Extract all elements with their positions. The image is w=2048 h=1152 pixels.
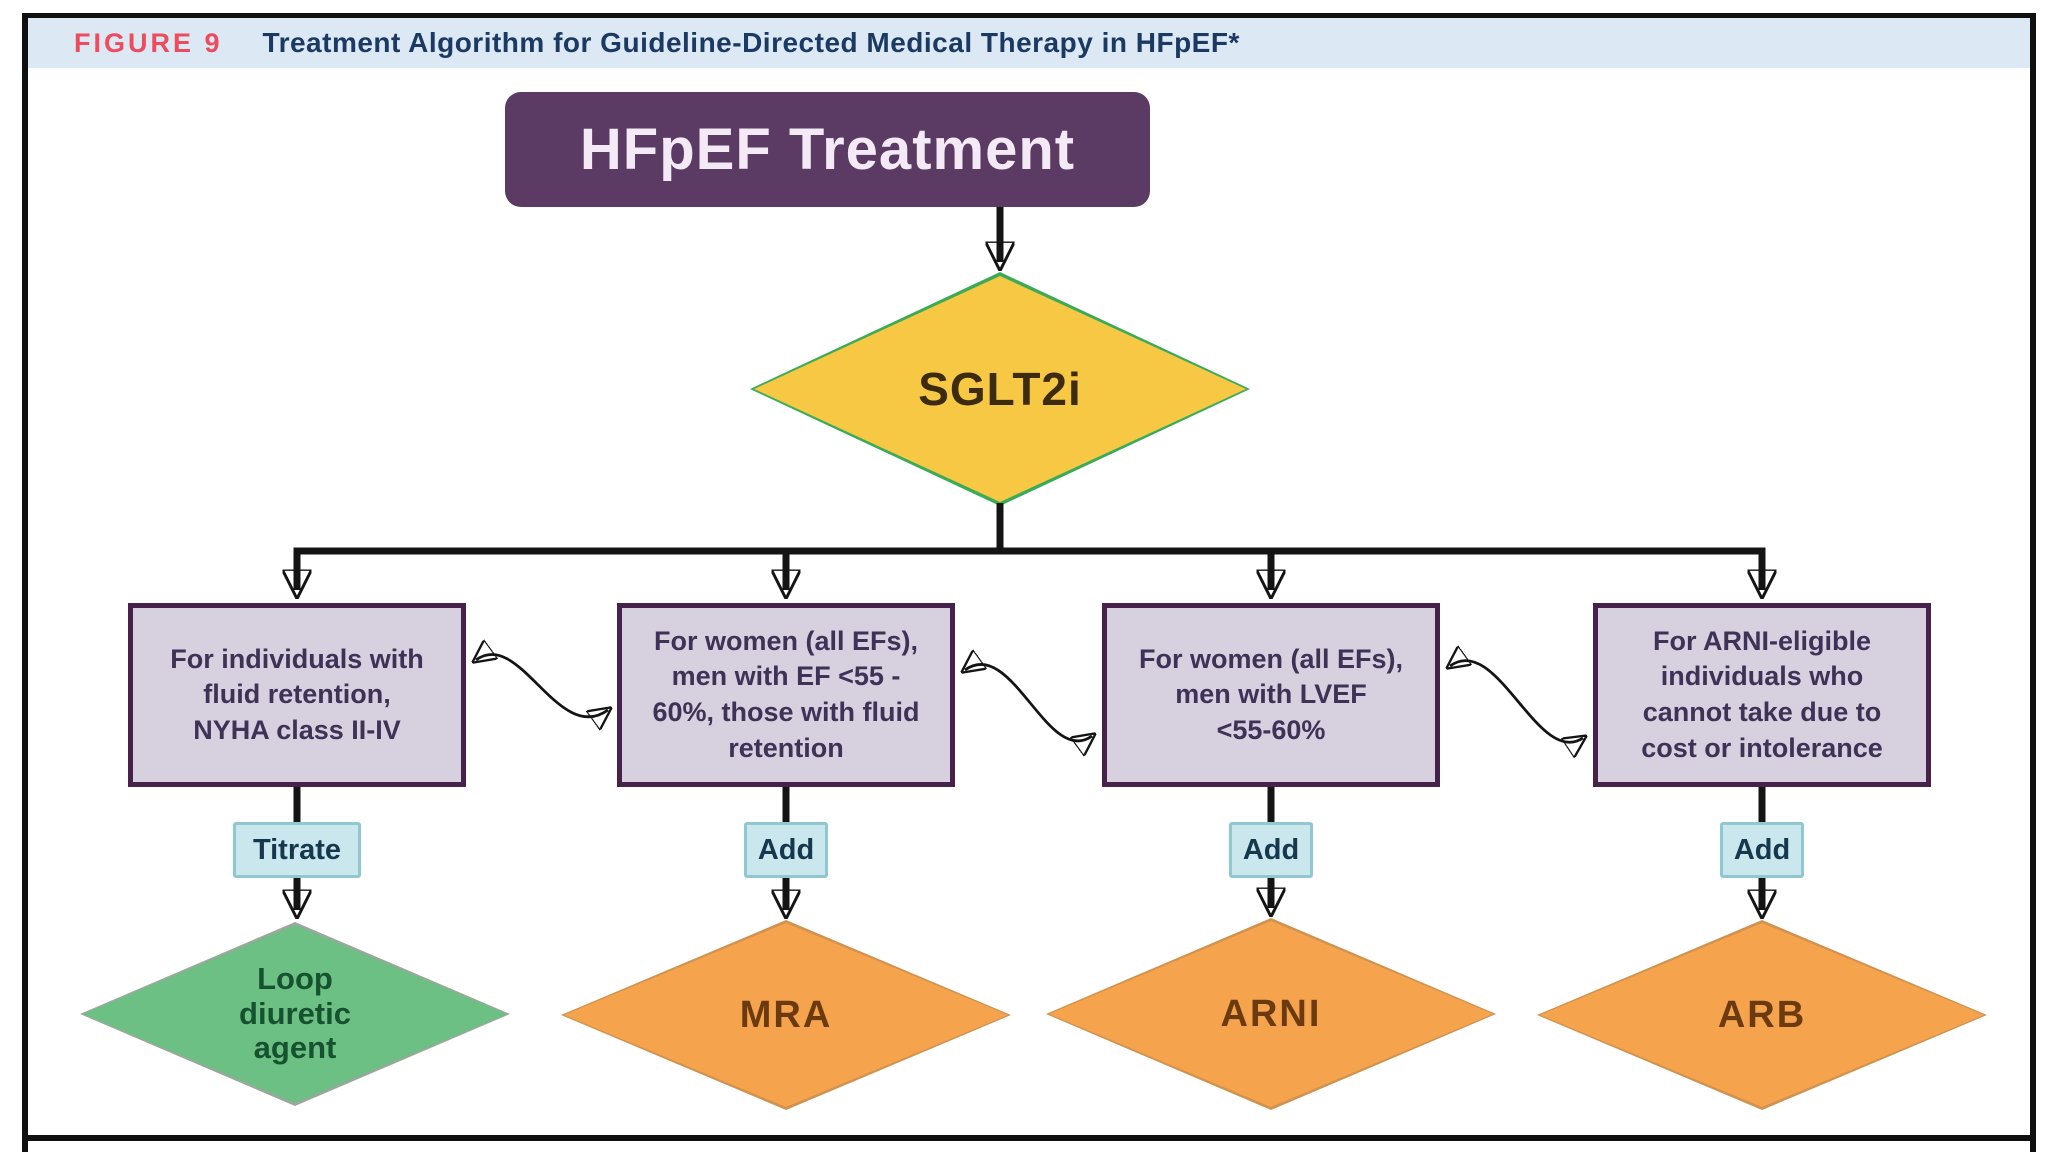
criteria-box-diuretic: For individuals with fluid retention, NY… [128, 603, 466, 787]
hfpef-treatment-root-node: HFpEF Treatment [505, 92, 1150, 207]
two-way-arrow-3-4 [1450, 661, 1583, 743]
criteria-box-mra: For women (all EFs), men with EF <55 - 6… [617, 603, 955, 787]
criteria-box-arb: For ARNI-eligible individuals who cannot… [1593, 603, 1931, 787]
figure-bottom-divider [22, 1135, 2036, 1141]
action-label-add-arni: Add [1229, 822, 1313, 878]
two-way-arrow-1-2 [476, 654, 608, 716]
action-label-titrate: Titrate [233, 822, 361, 878]
figure-title: Treatment Algorithm for Guideline-Direct… [262, 27, 1240, 58]
figure-frame [22, 13, 2036, 1152]
two-way-arrow-2-3 [965, 664, 1092, 741]
action-label-add-arb: Add [1720, 822, 1804, 878]
action-label-add-mra: Add [744, 822, 828, 878]
figure-label: FIGURE 9 [74, 27, 223, 58]
criteria-box-arni: For women (all EFs), men with LVEF <55-6… [1102, 603, 1440, 787]
figure-header: FIGURE 9 Treatment Algorithm for Guideli… [28, 18, 2030, 68]
